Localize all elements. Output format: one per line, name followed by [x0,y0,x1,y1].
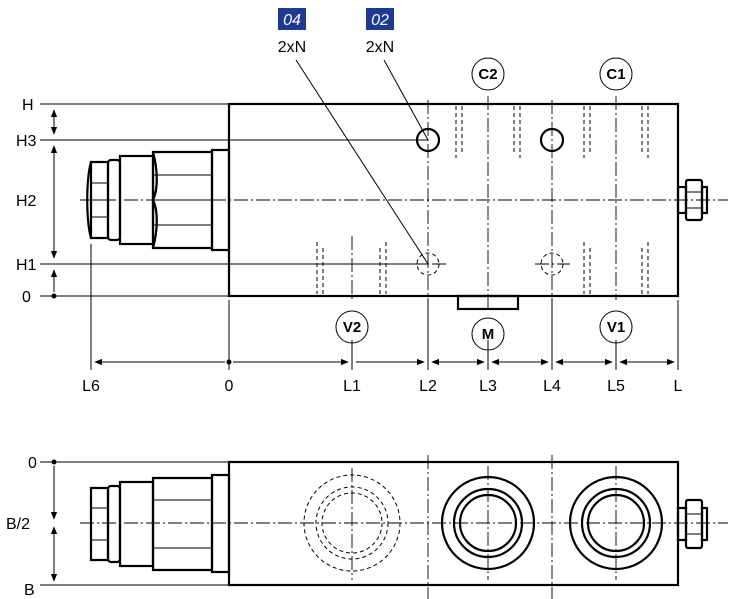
dim-l4: L4 [543,378,561,395]
vertical-dimension [40,103,428,299]
port-m-circle [471,317,505,351]
dim-l2: L2 [419,378,437,395]
side-view: 0 B/2 B [6,455,728,599]
side-right-plug [676,498,709,550]
hidden-bores [316,106,649,294]
badge-02 [366,8,394,30]
dim-l5: L5 [607,378,625,395]
port-v1-label: V1 [607,319,625,336]
port-v2-circle [335,310,369,344]
dim-l3: L3 [479,378,497,395]
dim-h1: H1 [16,257,37,274]
dim-h: H [22,97,34,114]
port-c1-circle [599,57,633,91]
dim-side-0: 0 [28,455,37,472]
dim-0-h: 0 [225,378,234,395]
dim-side-b2: B/2 [6,516,30,533]
dim-l: L [674,378,683,395]
port-c2-circle [471,57,505,91]
dim-l6: L6 [82,378,100,395]
port-v2-label: V2 [343,319,361,336]
port-count-04: 2xN [278,39,306,56]
dim-0-v: 0 [22,289,31,306]
side-left-fitting [89,473,231,574]
port-m-label: M [482,326,495,343]
badge-04 [278,8,306,30]
leader-02 [383,59,429,141]
port-c2-label: C2 [478,66,497,83]
dim-h3: H3 [16,133,37,150]
port-v1-circle [599,310,633,344]
port-c1-label: C1 [606,66,625,83]
horizontal-dimension [90,244,679,370]
dim-side-b: B [24,582,35,599]
badge-02-label: 02 [371,12,389,29]
left-fitting [86,148,231,252]
dim-h2: H2 [16,193,37,210]
front-view: 04 02 2xN 2xN C2 C1 V2 M V1 H H3 H2 H1 0… [16,8,728,395]
leader-04 [295,59,429,265]
dim-l1: L1 [343,378,361,395]
port-count-02: 2xN [366,39,394,56]
center-lines-top [80,96,728,310]
badge-04-label: 04 [283,12,301,29]
